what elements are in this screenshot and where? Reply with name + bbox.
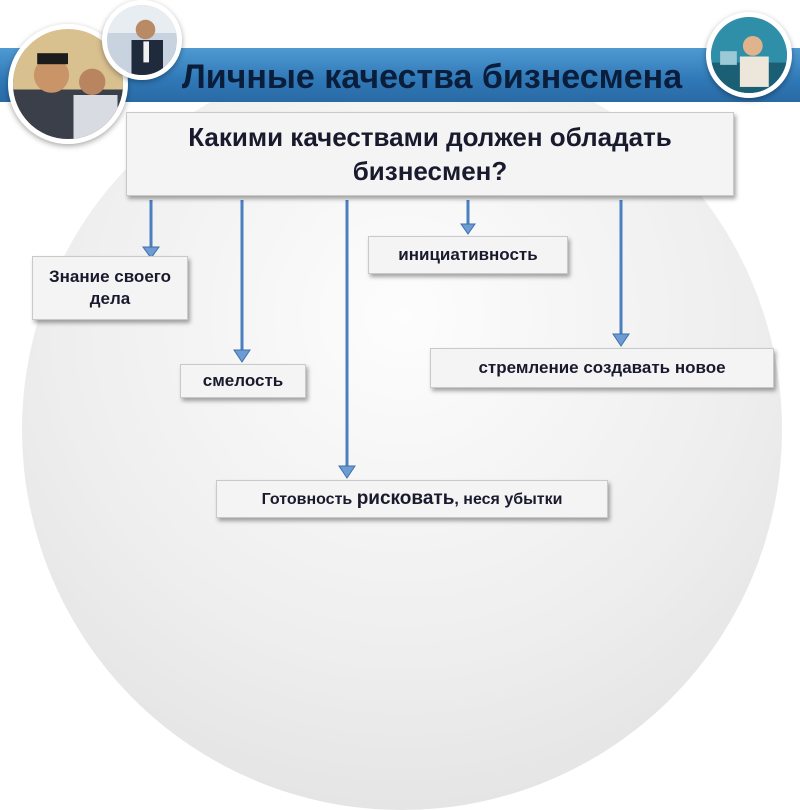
node-risk-prefix: Готовность bbox=[261, 491, 357, 508]
node-innovation-text: стремление создавать новое bbox=[478, 358, 726, 377]
arrowhead-initiative bbox=[460, 223, 476, 235]
node-innovation: стремление создавать новое bbox=[430, 348, 774, 388]
node-initiative-text: инициативность bbox=[398, 245, 538, 264]
office-worker-photo bbox=[706, 12, 792, 98]
arrowhead-courage bbox=[233, 349, 251, 363]
slide-title: Личные качества бизнесмена bbox=[181, 58, 683, 96]
node-courage: смелость bbox=[180, 364, 306, 398]
arrowhead-knowledge bbox=[142, 246, 160, 259]
node-risk-text: Готовность рисковать, неся убытки bbox=[262, 488, 563, 510]
question-text: Какими качествами должен обладать бизнес… bbox=[188, 122, 672, 186]
node-risk: Готовность рисковать, неся убытки bbox=[216, 480, 608, 518]
node-knowledge: Знание своего дела bbox=[32, 256, 188, 320]
businessman-photo bbox=[102, 0, 182, 80]
node-initiative: инициативность bbox=[368, 236, 568, 274]
node-risk-emphasis: рисковать bbox=[356, 488, 455, 509]
arrowhead-innovation bbox=[612, 333, 630, 347]
node-knowledge-text: Знание своего дела bbox=[48, 267, 172, 308]
node-courage-text: смелость bbox=[202, 371, 284, 390]
question-box: Какими качествами должен обладать бизнес… bbox=[126, 112, 734, 196]
connector-arrows bbox=[142, 200, 630, 479]
node-risk-suffix: , неся убытки bbox=[454, 491, 563, 508]
arrowhead-risk bbox=[338, 465, 356, 479]
